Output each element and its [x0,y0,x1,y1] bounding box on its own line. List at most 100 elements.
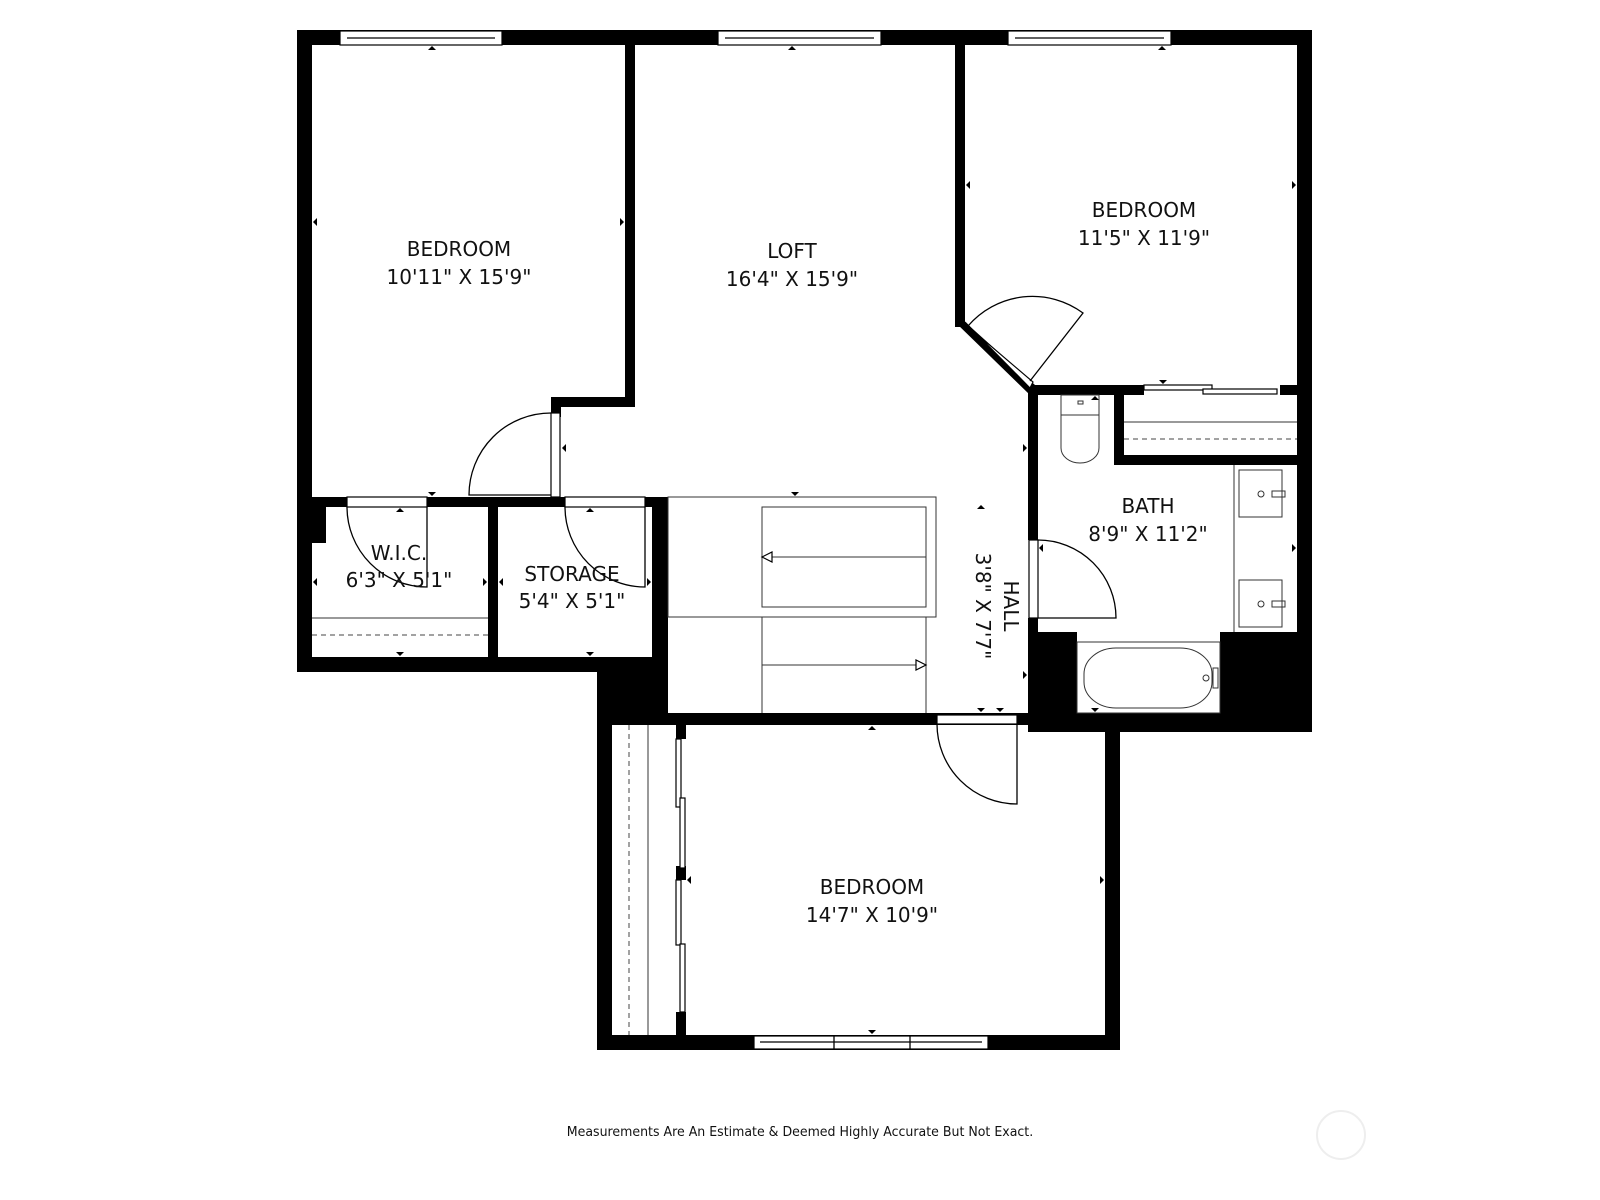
room-name: BEDROOM [820,875,924,899]
dimension-marker-icon [586,508,594,512]
dimension-marker-icon [562,444,566,452]
window-ne-bedroom [1007,30,1172,46]
door-nw-bedroom [468,412,561,498]
room-name: BATH [1121,494,1174,518]
wall-linen-bottom [1114,455,1312,465]
disclaimer-text: Measurements Are An Estimate & Deemed Hi… [566,1124,1034,1140]
dimension-marker-icon [996,708,1004,712]
dimension-marker-icon [791,492,799,496]
dimension-marker-icon [586,652,594,656]
room-bath[interactable]: BATH 8'9" X 11'2" [1088,494,1207,546]
dimension-marker-icon [1091,396,1099,400]
dimension-marker-icon [396,508,404,512]
dimension-marker-icon [1023,671,1027,679]
dimension-marker-icon [1292,181,1296,189]
wall-s-right [1105,713,1120,1050]
dimension-marker-icon [313,218,317,226]
wall-closets-top [297,497,667,507]
room-name: HALL [999,580,1023,632]
wall-ne-bottom [1030,385,1144,395]
room-name: LOFT [767,239,817,263]
window-s-bedroom [753,1035,989,1050]
wall-bath-left [1028,385,1038,540]
room-bedroom-s[interactable]: BEDROOM 14'7" X 10'9" [806,875,938,927]
room-dimensions: 14'7" X 10'9" [806,903,938,927]
wall-bedroom-notch [551,397,635,407]
wall-wic-block [312,507,326,543]
wall-bath-block [1028,632,1077,724]
dimension-marker-icon [1039,544,1043,552]
dimension-marker-icon [620,218,624,226]
wall-stair-left [658,497,668,717]
doors [346,295,1278,805]
wall-right [1297,30,1312,732]
door-ne-bedroom [964,295,1084,390]
room-dimensions: 11'5" X 11'9" [1078,226,1210,250]
wall-angled [955,322,1035,395]
dimension-marker-icon [977,708,985,712]
wall-linen-left [1114,385,1124,465]
window-loft [717,30,882,46]
toilet-icon [1060,394,1100,464]
staircase [667,496,937,713]
room-bedroom-nw[interactable]: BEDROOM 10'11" X 15'9" [387,237,532,289]
door-linen-sliding [1143,384,1278,395]
bathtub-icon [1076,641,1221,714]
room-wic[interactable]: W.I.C. 6'3" X 5'1" [346,541,453,592]
dimension-marker-icon [966,181,970,189]
dimension-marker-icon [977,505,985,509]
wall-ne-bottom-r [1280,385,1312,395]
dimension-marker-icon [647,578,651,586]
room-dimensions: 5'4" X 5'1" [519,589,626,613]
room-name: BEDROOM [1092,198,1196,222]
sink-icon [1238,579,1286,628]
dimension-marker-icon [499,578,503,586]
room-loft[interactable]: LOFT 16'4" X 15'9" [726,239,858,291]
room-dimensions: 3'8" X 7'7" [971,553,995,660]
walls [297,30,1312,1050]
wall-stair-block [597,657,668,717]
dimension-marker-icon [483,578,487,586]
dimension-marker-icon [1159,380,1167,384]
dimension-marker-icon [868,1030,876,1034]
room-labels: BEDROOM 10'11" X 15'9" LOFT 16'4" X 15'9… [346,198,1210,927]
dimension-marker-icon [428,46,436,50]
window-nw-bedroom [339,30,503,46]
wall-s-left [597,713,612,1048]
room-dimensions: 6'3" X 5'1" [346,568,453,592]
room-bedroom-ne[interactable]: BEDROOM 11'5" X 11'9" [1078,198,1210,250]
dimension-marker-icon [1292,544,1296,552]
sink-icon [1238,469,1286,518]
closet-shelves [312,421,1297,1035]
dimension-marker-icon [868,726,876,730]
dimension-marker-icon [396,652,404,656]
dimension-markers [313,46,1296,1034]
dimension-marker-icon [313,578,317,586]
watermark-logo-icon [1316,1110,1366,1160]
dimension-marker-icon [428,492,436,496]
wall-left [297,30,312,672]
wall-s-closet-post-bot [676,1012,686,1035]
dimension-marker-icon [788,46,796,50]
dimension-marker-icon [1091,708,1099,712]
room-dimensions: 16'4" X 15'9" [726,267,858,291]
wall-bedroom-loft [625,45,635,407]
dimension-marker-icon [687,876,691,884]
wall-wic-bottom [297,657,667,672]
room-hall[interactable]: HALL 3'8" X 7'7" [971,553,1023,660]
room-storage[interactable]: STORAGE 5'4" X 5'1" [519,562,626,613]
wall-ne-left [955,45,965,327]
wall-bedroom-notch-v [551,397,561,417]
room-dimensions: 10'11" X 15'9" [387,265,532,289]
wall-s-closet-post-top [676,725,686,739]
room-name: W.I.C. [371,541,427,565]
dimension-marker-icon [1158,46,1166,50]
dimension-marker-icon [1023,444,1027,452]
dimension-marker-icon [1100,876,1104,884]
door-s-bedroom [936,714,1018,805]
wall-wic-storage [488,497,498,667]
windows [339,30,1172,1050]
door-storage [564,496,646,588]
door-bath [1028,539,1117,619]
